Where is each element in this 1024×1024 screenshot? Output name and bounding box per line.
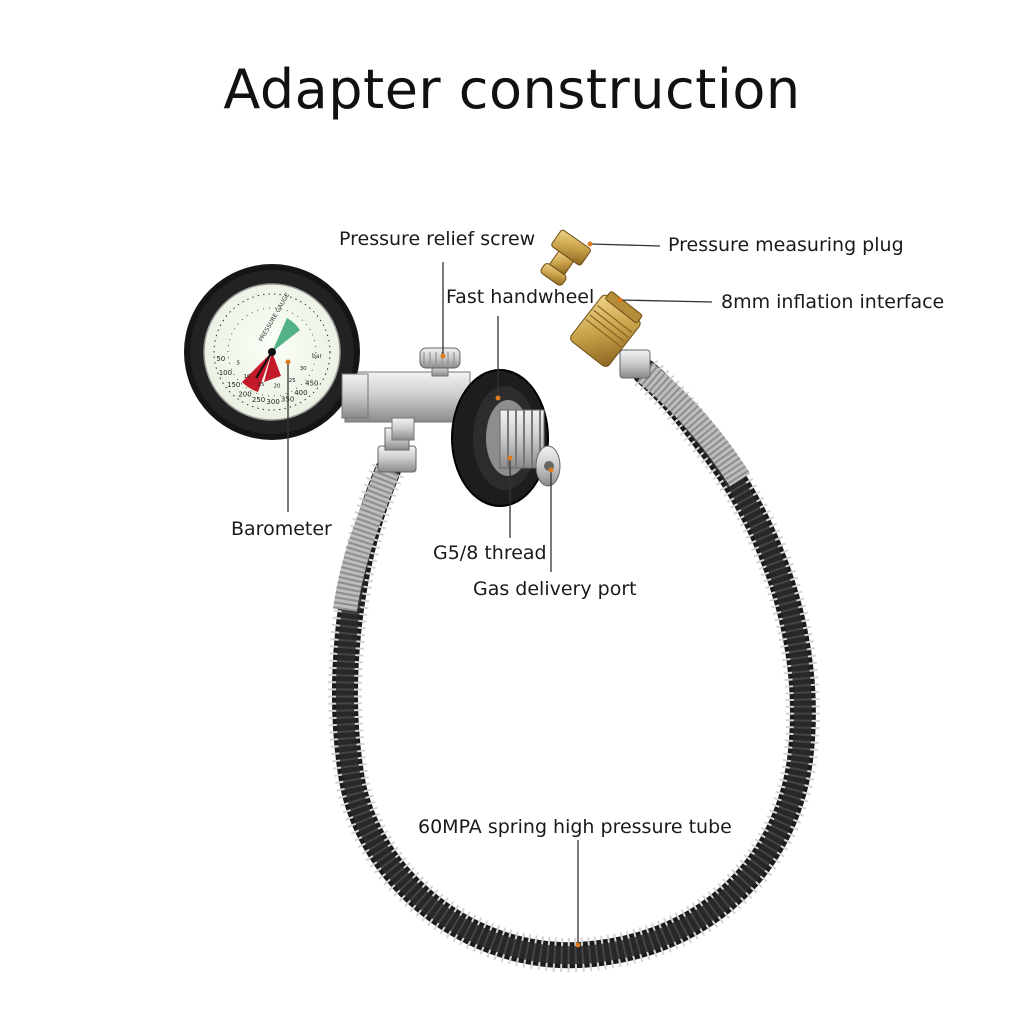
gas-delivery-port (535, 445, 561, 487)
gauge-scale-outer-6: 150 (227, 381, 240, 389)
label-barometer: Barometer (231, 518, 332, 540)
marker-measuring-plug (587, 241, 593, 247)
marker-barometer (285, 359, 291, 365)
label-tube: 60MPA spring high pressure tube (418, 816, 732, 838)
marker-tube (575, 942, 581, 948)
label-pressure-measuring-plug: Pressure measuring plug (668, 234, 904, 256)
leader-lines (287, 243, 713, 945)
marker-thread (507, 455, 513, 461)
diagram-title: Adapter construction (223, 58, 801, 121)
marker-inflation-interface (617, 297, 623, 303)
inflation-interface (570, 291, 651, 379)
gauge-scale-inner-1: 25 (289, 378, 296, 384)
marker-gas-port (548, 467, 554, 473)
pressure-measuring-plug (540, 229, 591, 286)
marker-handwheel (495, 395, 501, 401)
leader-markers (285, 241, 623, 948)
gauge-scale-inner-0: 30 (300, 366, 307, 372)
gauge-scale-outer-1: 400 (294, 389, 307, 397)
gauge-unit: bar (312, 353, 322, 360)
gauge-scale-outer-8: 50 (216, 355, 225, 363)
gauge-scale-outer-5: 200 (238, 391, 251, 399)
gauge-scale-inner-4: 10 (244, 374, 251, 380)
gauge-scale-outer-3: 300 (266, 398, 279, 406)
left-hose-fitting (377, 427, 417, 473)
label-pressure-relief-screw: Pressure relief screw (339, 228, 536, 250)
pressure-relief-screw (419, 347, 461, 377)
high-pressure-hose (328, 359, 820, 973)
marker-relief-screw (440, 353, 446, 359)
gauge-scale-outer-7: 100 (219, 369, 232, 377)
label-gas-delivery-port: Gas delivery port (473, 578, 637, 600)
gauge-scale-inner-2: 20 (274, 384, 281, 390)
gauge-scale-inner-3: 15 (257, 382, 264, 388)
gauge-scale-outer-0: 450 (305, 379, 318, 387)
label-thread: G5/8 thread (433, 542, 547, 564)
label-fast-handwheel: Fast handwheel (446, 286, 595, 308)
label-inflation-interface: 8mm inflation interface (721, 291, 945, 313)
gauge-scale-outer-4: 250 (252, 396, 265, 404)
gauge-scale-inner-5: 5 (236, 360, 240, 366)
